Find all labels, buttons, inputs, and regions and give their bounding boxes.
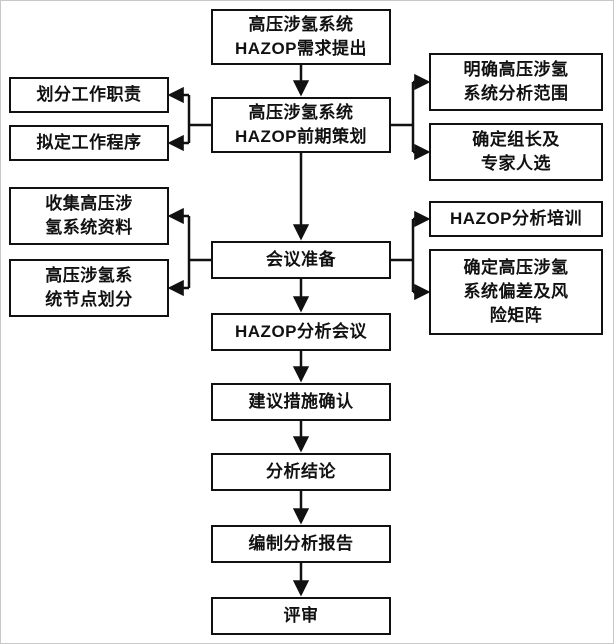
connector-preplanning-left [187, 95, 211, 143]
node-report-preparation: 编制分析报告 [211, 525, 391, 563]
node-work-procedures: 拟定工作程序 [9, 125, 169, 161]
node-deviation-risk-matrix: 确定高压涉氢 系统偏差及风 险矩阵 [429, 249, 603, 335]
node-hazop-requirement: 高压涉氢系统 HAZOP需求提出 [211, 9, 391, 65]
node-meeting-preparation: 会议准备 [211, 241, 391, 279]
node-leader-expert-selection: 确定组长及 专家人选 [429, 123, 603, 181]
node-hazop-training: HAZOP分析培训 [429, 201, 603, 237]
node-measures-confirmation: 建议措施确认 [211, 383, 391, 421]
node-hazop-analysis-meeting: HAZOP分析会议 [211, 313, 391, 351]
node-work-responsibilities: 划分工作职责 [9, 77, 169, 113]
node-analysis-conclusion: 分析结论 [211, 453, 391, 491]
node-review: 评审 [211, 597, 391, 635]
connector-meetingprep-left [187, 216, 211, 288]
node-collect-system-data: 收集高压涉 氢系统资料 [9, 187, 169, 245]
node-hazop-preplanning: 高压涉氢系统 HAZOP前期策划 [211, 97, 391, 153]
connector-meetingprep-right [391, 219, 415, 292]
connector-preplanning-right [391, 82, 415, 152]
node-system-node-division: 高压涉氢系 统节点划分 [9, 259, 169, 317]
node-analysis-scope: 明确高压涉氢 系统分析范围 [429, 53, 603, 111]
